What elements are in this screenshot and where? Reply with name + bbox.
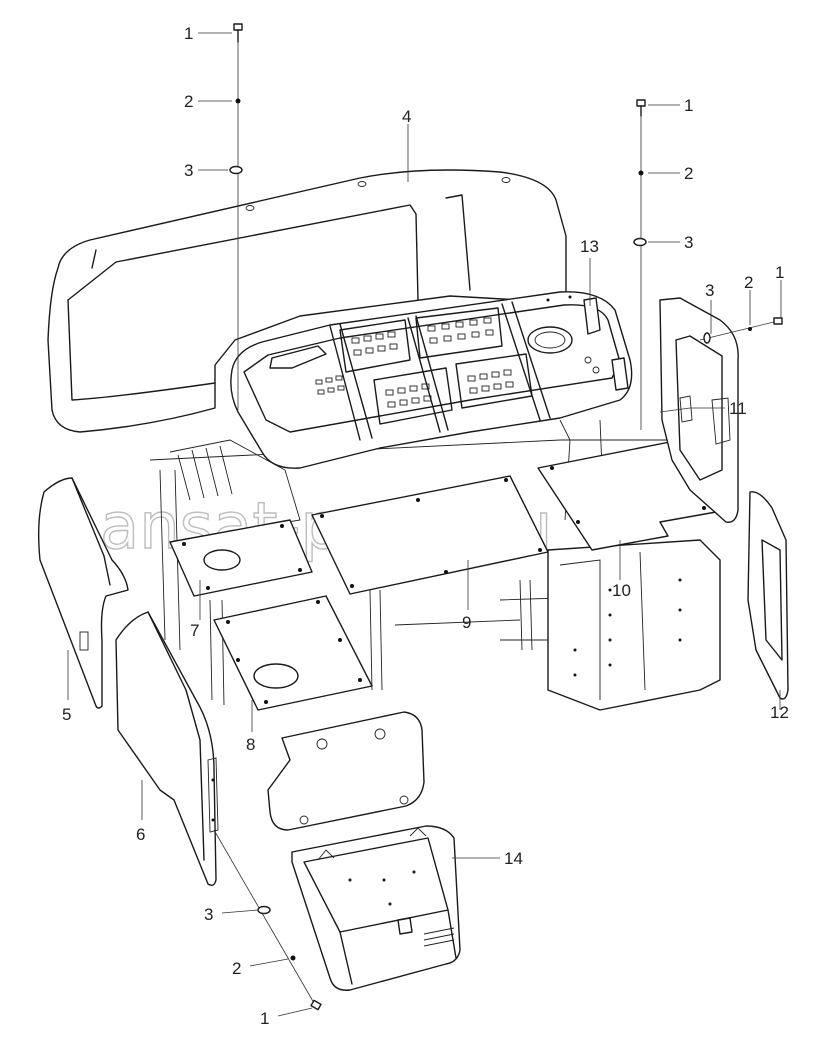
callout-labels: 1 2 3 4 1 2 3 13 3 2 1 11 5 6 7 8 9 10 1…	[62, 24, 789, 1028]
callout-2-right-side: 2	[744, 273, 753, 292]
callout-5: 5	[62, 705, 71, 724]
callout-11: 11	[729, 399, 747, 418]
part-14-battery-box	[291, 825, 461, 991]
part-9-floor-plate	[311, 475, 549, 595]
callout-1-right-side: 1	[775, 263, 784, 282]
callout-1-top-left: 1	[184, 24, 193, 43]
callout-1-bottom: 1	[260, 1009, 269, 1028]
fasteners-right-side	[699, 317, 783, 344]
callout-12: 12	[770, 703, 789, 722]
part-8-plate-with-hole	[213, 595, 373, 711]
part-10-right-box	[547, 539, 721, 711]
callout-6: 6	[136, 825, 145, 844]
callout-3-top-right: 3	[684, 233, 693, 252]
leader-lines	[67, 32, 782, 1017]
callout-13: 13	[580, 237, 599, 256]
part-top-center-tank	[230, 291, 633, 469]
callout-8: 8	[246, 735, 255, 754]
callout-3-right-side: 3	[705, 281, 714, 300]
callout-14: 14	[504, 849, 523, 868]
part-lower-fairing	[267, 711, 425, 831]
fasteners-top-right	[633, 99, 647, 430]
part-6-lower-left-panel	[115, 611, 219, 887]
callout-2-top-left: 2	[184, 92, 193, 111]
part-7-plate-with-hole	[169, 519, 313, 597]
part-4-rear-cover	[47, 169, 567, 433]
part-11-right-side-panel	[659, 297, 739, 523]
callout-2-top-right: 2	[684, 164, 693, 183]
callout-10: 10	[612, 581, 631, 600]
callout-3-bottom: 3	[204, 905, 213, 924]
callout-2-bottom: 2	[232, 959, 241, 978]
callout-9: 9	[462, 613, 471, 632]
fasteners-bottom	[213, 829, 322, 1011]
callout-4: 4	[402, 107, 411, 126]
callout-1-top-right: 1	[684, 96, 693, 115]
fasteners-top-left	[229, 23, 243, 410]
part-5-left-panel	[37, 477, 129, 709]
part-12-right-door	[747, 491, 789, 700]
callout-3-top-left: 3	[184, 161, 193, 180]
part-13-latch	[583, 297, 629, 391]
callout-7: 7	[190, 621, 199, 640]
